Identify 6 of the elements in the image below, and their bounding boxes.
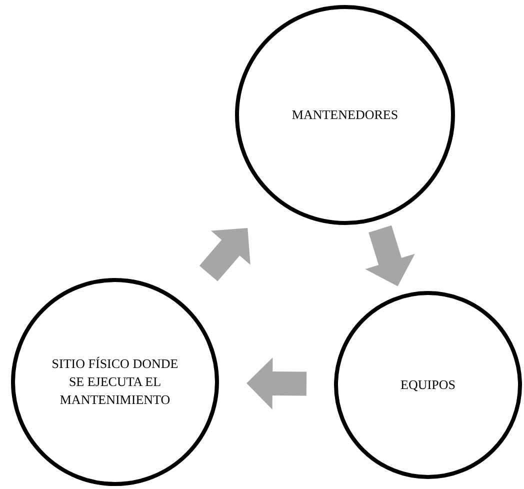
- block-arrow: [246, 358, 307, 410]
- block-arrow: [365, 225, 415, 286]
- node-text: EQUIPOS: [400, 376, 456, 394]
- node-text: MANTENEDORES: [292, 106, 398, 124]
- block-arrow: [199, 228, 250, 282]
- node-text: SITIO FÍSICO DONDE SE EJECUTA EL MANTENIMIENTO: [50, 355, 180, 409]
